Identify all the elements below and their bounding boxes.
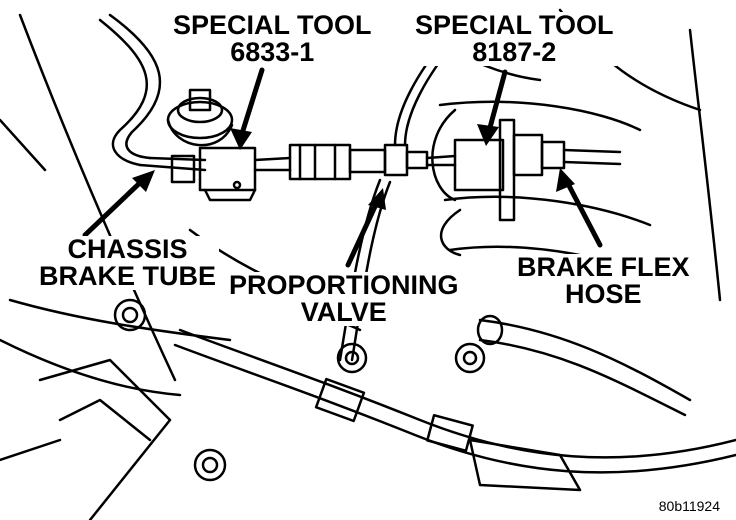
flex-hose-a: [562, 148, 622, 154]
tool-6833-body: [198, 146, 257, 192]
hose-label-line1: BRAKE FLEX: [517, 252, 690, 282]
figure-id: 80b11924: [656, 498, 722, 514]
tool-6833-label-line1: SPECIAL TOOL: [173, 10, 372, 40]
hose-label-line2: HOSE: [564, 279, 642, 309]
chassis-label-line1: CHASSIS: [67, 234, 188, 264]
leader-chassis-tube: [82, 175, 148, 238]
flex-hose-b: [562, 160, 622, 166]
proportioning-valve-label: PROPORTIONING VALVE: [226, 272, 462, 326]
brake-flex-hose-label: BRAKE FLEX HOSE: [514, 254, 693, 308]
leader-flex-hose: [562, 175, 603, 248]
tool-8187-body: [453, 138, 505, 192]
tool-6833-label-line2: 6833-1: [230, 37, 315, 67]
tool-8187-label-line2: 8187-2: [472, 37, 557, 67]
tool-6833-label: SPECIAL TOOL 6833-1: [170, 12, 375, 66]
leader-tool-8187: [485, 69, 508, 138]
valve-label-line2: VALVE: [300, 297, 387, 327]
tool-8187-label: SPECIAL TOOL 8187-2: [412, 12, 617, 66]
tool-8187-label-line1: SPECIAL TOOL: [415, 10, 614, 40]
chassis-label-line2: BRAKE TUBE: [39, 261, 217, 291]
leader-valve: [345, 197, 381, 268]
valve-label-line1: PROPORTIONING: [229, 270, 459, 300]
chassis-tube-outline-a: [98, 18, 148, 167]
chassis-brake-tube-label: CHASSIS BRAKE TUBE: [36, 234, 220, 291]
frame-edge: [18, 13, 177, 382]
leader-tool-6833: [237, 67, 265, 143]
chassis-tube-outline-b: [108, 13, 162, 160]
